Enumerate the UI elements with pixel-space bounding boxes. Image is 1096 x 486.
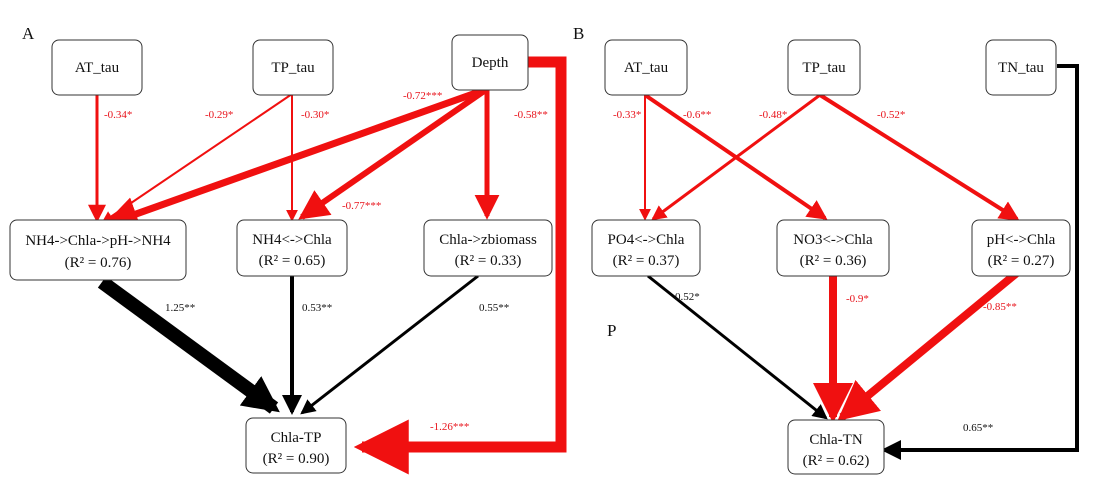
node-chla-zbiomass-a: Chla->zbiomass (R² = 0.33) [423, 219, 553, 277]
coef-tp-to-po4: -0.48* [759, 109, 787, 121]
svg-text:Chla-TP: Chla-TP [271, 430, 322, 446]
coef-chain-to-chlatp: 1.25** [165, 302, 195, 314]
panel-b-label: B [573, 24, 584, 43]
node-po4-chla-b: PO4<->Chla (R² = 0.37) [591, 219, 701, 277]
svg-text:(R² = 0.90): (R² = 0.90) [263, 451, 330, 467]
arrow-zbiomass-to-chlatp [300, 274, 479, 415]
coef-tn-to-chlatn: 0.65** [963, 422, 993, 434]
node-tp-tau-a: TP_tau [252, 39, 334, 96]
node-chla-tp-a: Chla-TP (R² = 0.90) [245, 417, 347, 474]
node-tn-tau-b: TN_tau [985, 39, 1057, 96]
coef-at-to-no3: -0.6** [683, 109, 711, 121]
node-tp-tau-b: TP_tau [787, 39, 861, 96]
svg-text:(R² = 0.76): (R² = 0.76) [65, 255, 132, 271]
node-ph-chla-b: pH<->Chla (R² = 0.27) [971, 219, 1071, 277]
svg-text:NH4->Chla->pH->NH4: NH4->Chla->pH->NH4 [25, 233, 171, 249]
coef-at-to-chain: -0.34* [104, 109, 132, 121]
node-depth-a: Depth [451, 34, 529, 91]
stray-label-p: P [607, 321, 616, 340]
coef-at-to-po4: -0.33* [613, 109, 641, 121]
coef-depth-to-chlatp: -1.26*** [430, 421, 469, 433]
svg-text:NH4<->Chla: NH4<->Chla [252, 232, 332, 248]
node-nh4-chain-a: NH4->Chla->pH->NH4 (R² = 0.76) [9, 219, 187, 281]
coef-no3-to-chlatn: -0.9* [846, 293, 869, 305]
svg-text:Chla->zbiomass: Chla->zbiomass [439, 232, 537, 248]
svg-text:AT_tau: AT_tau [624, 60, 669, 76]
node-chla-tn-b: Chla-TN (R² = 0.62) [787, 419, 885, 475]
coef-tp-to-ph: -0.52* [877, 109, 905, 121]
coef-po4-to-chlatn: 0.52* [675, 291, 700, 303]
svg-text:Depth: Depth [472, 55, 509, 71]
svg-text:pH<->Chla: pH<->Chla [987, 232, 1056, 248]
svg-text:(R² = 0.33): (R² = 0.33) [455, 253, 522, 269]
coef-depth-to-nh4chla: -0.77*** [342, 200, 381, 212]
svg-text:TP_tau: TP_tau [271, 60, 315, 76]
arrow-tp-to-po4 [651, 93, 821, 221]
svg-text:(R² = 0.36): (R² = 0.36) [800, 253, 867, 269]
coef-depth-to-chain: -0.72*** [403, 90, 442, 102]
node-nh4-chla-a: NH4<->Chla (R² = 0.65) [236, 219, 348, 277]
coef-nh4chla-to-chlatp: 0.53** [302, 302, 332, 314]
arrow-depth-to-chain [103, 85, 489, 231]
arrow-depth-to-nh4chla [298, 86, 489, 220]
svg-text:TP_tau: TP_tau [802, 60, 846, 76]
svg-text:TN_tau: TN_tau [998, 60, 1044, 76]
arrow-tn-to-chlatn [881, 64, 1079, 460]
coef-ph-to-chlatn: -0.85** [983, 301, 1017, 313]
coef-zbiomass-to-chlatp: 0.55** [479, 302, 509, 314]
svg-text:(R² = 0.37): (R² = 0.37) [613, 253, 680, 269]
node-no3-chla-b: NO3<->Chla (R² = 0.36) [776, 219, 890, 277]
svg-text:NO3<->Chla: NO3<->Chla [793, 232, 873, 248]
coef-depth-to-zbiomass: -0.58** [514, 109, 548, 121]
arrow-tp-to-ph [818, 93, 1020, 221]
node-at-tau-b: AT_tau [604, 39, 688, 96]
coef-tp-to-nh4chla: -0.30* [301, 109, 329, 121]
svg-text:PO4<->Chla: PO4<->Chla [608, 232, 685, 248]
arrow-depth-to-chlatp [353, 56, 567, 475]
svg-text:(R² = 0.27): (R² = 0.27) [988, 253, 1055, 269]
svg-text:Chla-TN: Chla-TN [809, 432, 862, 448]
panel-a-label: A [22, 24, 35, 43]
arrow-chain-to-chlatp [97, 276, 280, 414]
svg-text:(R² = 0.62): (R² = 0.62) [803, 453, 870, 469]
coef-tp-to-chain: -0.29* [205, 109, 233, 121]
arrow-po4-to-chlatn [647, 274, 828, 420]
svg-text:(R² = 0.65): (R² = 0.65) [259, 253, 326, 269]
node-at-tau-a: AT_tau [51, 39, 143, 96]
arrow-ph-to-chlatn [837, 268, 1021, 421]
svg-text:AT_tau: AT_tau [75, 60, 120, 76]
